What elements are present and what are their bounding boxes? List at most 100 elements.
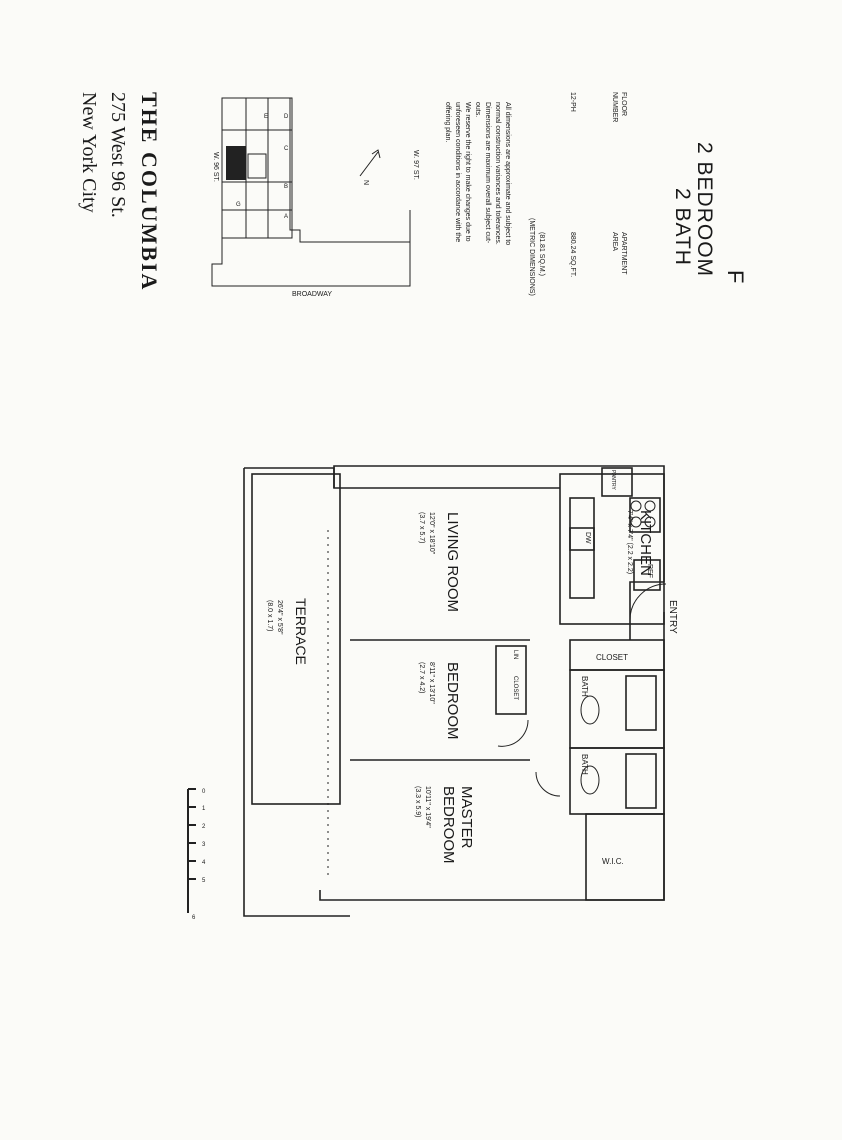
bedroom-closet-label: CLOSET	[512, 676, 518, 700]
disclaimer-line: We reserve the right to make changes due…	[464, 102, 471, 242]
bath-label: BATH	[580, 754, 589, 775]
floor-number-value-text: 12-PH	[569, 92, 576, 112]
living-room-label: LIVING ROOM	[444, 512, 461, 612]
burner-icon	[630, 500, 642, 512]
scale-label: 0	[202, 789, 206, 795]
apartment-area-label-1: APARTMENT	[620, 232, 627, 275]
site-plan-outline	[211, 97, 411, 287]
burner-icon	[630, 516, 642, 528]
stove	[629, 497, 661, 533]
area-sqm-text: (81.81 SQ.M.)	[538, 232, 545, 276]
kitchen-counter	[569, 497, 595, 599]
lin-label: LIN	[512, 650, 518, 659]
master-metric: (3.3 x 5.9)	[414, 786, 421, 818]
metric-note-text: (METRIC DIMENSIONS)	[528, 218, 535, 296]
entry-label: ENTRY	[667, 600, 678, 634]
tub-2	[625, 753, 657, 809]
floor-number-label-2: NUMBER	[611, 92, 618, 123]
scale-label: 5	[202, 878, 206, 884]
disclaimer-line: offering plan.	[444, 102, 451, 143]
terrace-planter	[251, 473, 341, 805]
site-plan-unit-highlight	[226, 146, 246, 180]
master-label-1: MASTER	[458, 786, 475, 849]
scale-label: 3	[202, 842, 206, 848]
terrace-metric: (8.0 x 1.7)	[266, 600, 273, 632]
scale-bar: 0 1 2 3 4 5 6	[187, 788, 206, 921]
bedroom-closet	[495, 645, 527, 715]
disclaimer-line: All dimensions are approximate and subje…	[504, 102, 511, 246]
apartment-area-label-2: AREA	[611, 232, 618, 252]
metric-note: (METRIC DIMENSIONS)	[528, 218, 535, 296]
terrace-wall	[243, 468, 350, 917]
wic	[585, 813, 665, 901]
building-address: 275 West 96 St.	[106, 92, 129, 218]
bedroom-count: 2 BEDROOM	[692, 142, 716, 277]
unit-letter: F	[722, 270, 748, 283]
site-plan-unit-label: E	[264, 114, 268, 120]
north-arrow	[359, 151, 379, 177]
bedroom-count-text: 2 BEDROOM	[693, 142, 716, 278]
site-plan-unit-label: C	[284, 146, 289, 152]
street-south-label: W. 96 ST.	[212, 152, 219, 182]
disclaimer-line: normal construction variances and tolera…	[494, 102, 501, 245]
ref-label: REF	[646, 564, 653, 578]
north-arrowhead	[371, 149, 381, 159]
apartment-area-label: APARTMENT AREA	[610, 232, 628, 275]
bedroom-door-swing	[497, 719, 529, 747]
master-dims: 10'11" x 19'4"	[424, 786, 431, 828]
scale-label: 2	[202, 824, 206, 830]
tub-1	[625, 675, 657, 731]
pantry-label: PANTRY	[610, 470, 616, 490]
area-sqft-text: 880.24 SQ.FT.	[569, 232, 576, 278]
fridge	[633, 559, 661, 591]
master-label-2: BEDROOM	[440, 786, 457, 864]
unit-letter-text: F	[723, 270, 748, 284]
floor-number-value: 12-PH	[569, 92, 576, 112]
kitchen-dims: 7'4" x 7'4" (2.2 x 2.2)	[626, 510, 633, 574]
dw-label: DW	[584, 532, 591, 544]
disclaimer-line: Dimensions are maximum overall subject c…	[484, 102, 491, 244]
building-name-text: THE COLUMBIA	[137, 92, 162, 292]
master-door-swing	[535, 771, 561, 797]
disclaimer: All dimensions are approximate and subje…	[442, 102, 512, 245]
terrace-wall	[244, 467, 354, 489]
scale-end-label: 6	[192, 915, 196, 921]
site-plan-building	[221, 97, 293, 239]
bath-count-text: 2 BATH	[671, 188, 694, 266]
north-label: N	[362, 180, 369, 185]
kitchen-label: KITCHEN	[637, 510, 654, 576]
entry-door-swing	[629, 583, 667, 621]
area-sqft: 880.24 SQ.FT.	[569, 232, 576, 277]
building-city: New York City	[77, 92, 100, 213]
bedroom-label: BEDROOM	[444, 662, 461, 740]
bedroom-dims: 8'11" x 13'10"	[428, 662, 435, 704]
scale-label: 4	[202, 860, 206, 866]
site-plan-core	[247, 153, 267, 179]
terrace-label: TERRACE	[293, 598, 309, 665]
entry-wall	[629, 581, 664, 640]
site-plan-unit-label: B	[284, 184, 288, 190]
room-labels: LIVING ROOM 12'0" x 18'10" (3.7 x 5.7) K…	[266, 470, 678, 866]
kitchen-wall	[559, 473, 665, 625]
toilet-2	[580, 765, 600, 795]
wic-label: W.I.C.	[602, 857, 624, 866]
living-room-dims: 12'0" x 18'10"	[428, 512, 435, 555]
avenue-label: BROADWAY	[292, 291, 332, 298]
building-city-text: New York City	[78, 92, 100, 213]
floor-number-label-1: FLOOR	[620, 92, 627, 117]
area-sqm: (81.81 SQ.M.)	[538, 232, 545, 276]
burner-icon	[644, 516, 656, 528]
bedroom-metric: (2.7 x 4.2)	[418, 662, 425, 694]
dishwasher	[569, 527, 595, 551]
site-plan-unit-label: D	[284, 114, 289, 120]
disclaimer-line: outs.	[474, 102, 481, 118]
floor-plan: LIVING ROOM 12'0" x 18'10" (3.7 x 5.7) K…	[243, 465, 678, 917]
site-plan-unit-label: A	[284, 214, 288, 220]
burner-icon	[644, 500, 656, 512]
building-name: THE COLUMBIA	[136, 92, 162, 291]
bath-count: 2 BATH	[670, 188, 694, 266]
floor-number-label: FLOOR NUMBER	[610, 92, 628, 122]
site-plan-unit-label: G	[236, 202, 241, 208]
disclaimer-line: unforeseen conditions in accordance with…	[454, 102, 461, 243]
terrace-dims: 26'4" x 5'8"	[276, 600, 283, 635]
